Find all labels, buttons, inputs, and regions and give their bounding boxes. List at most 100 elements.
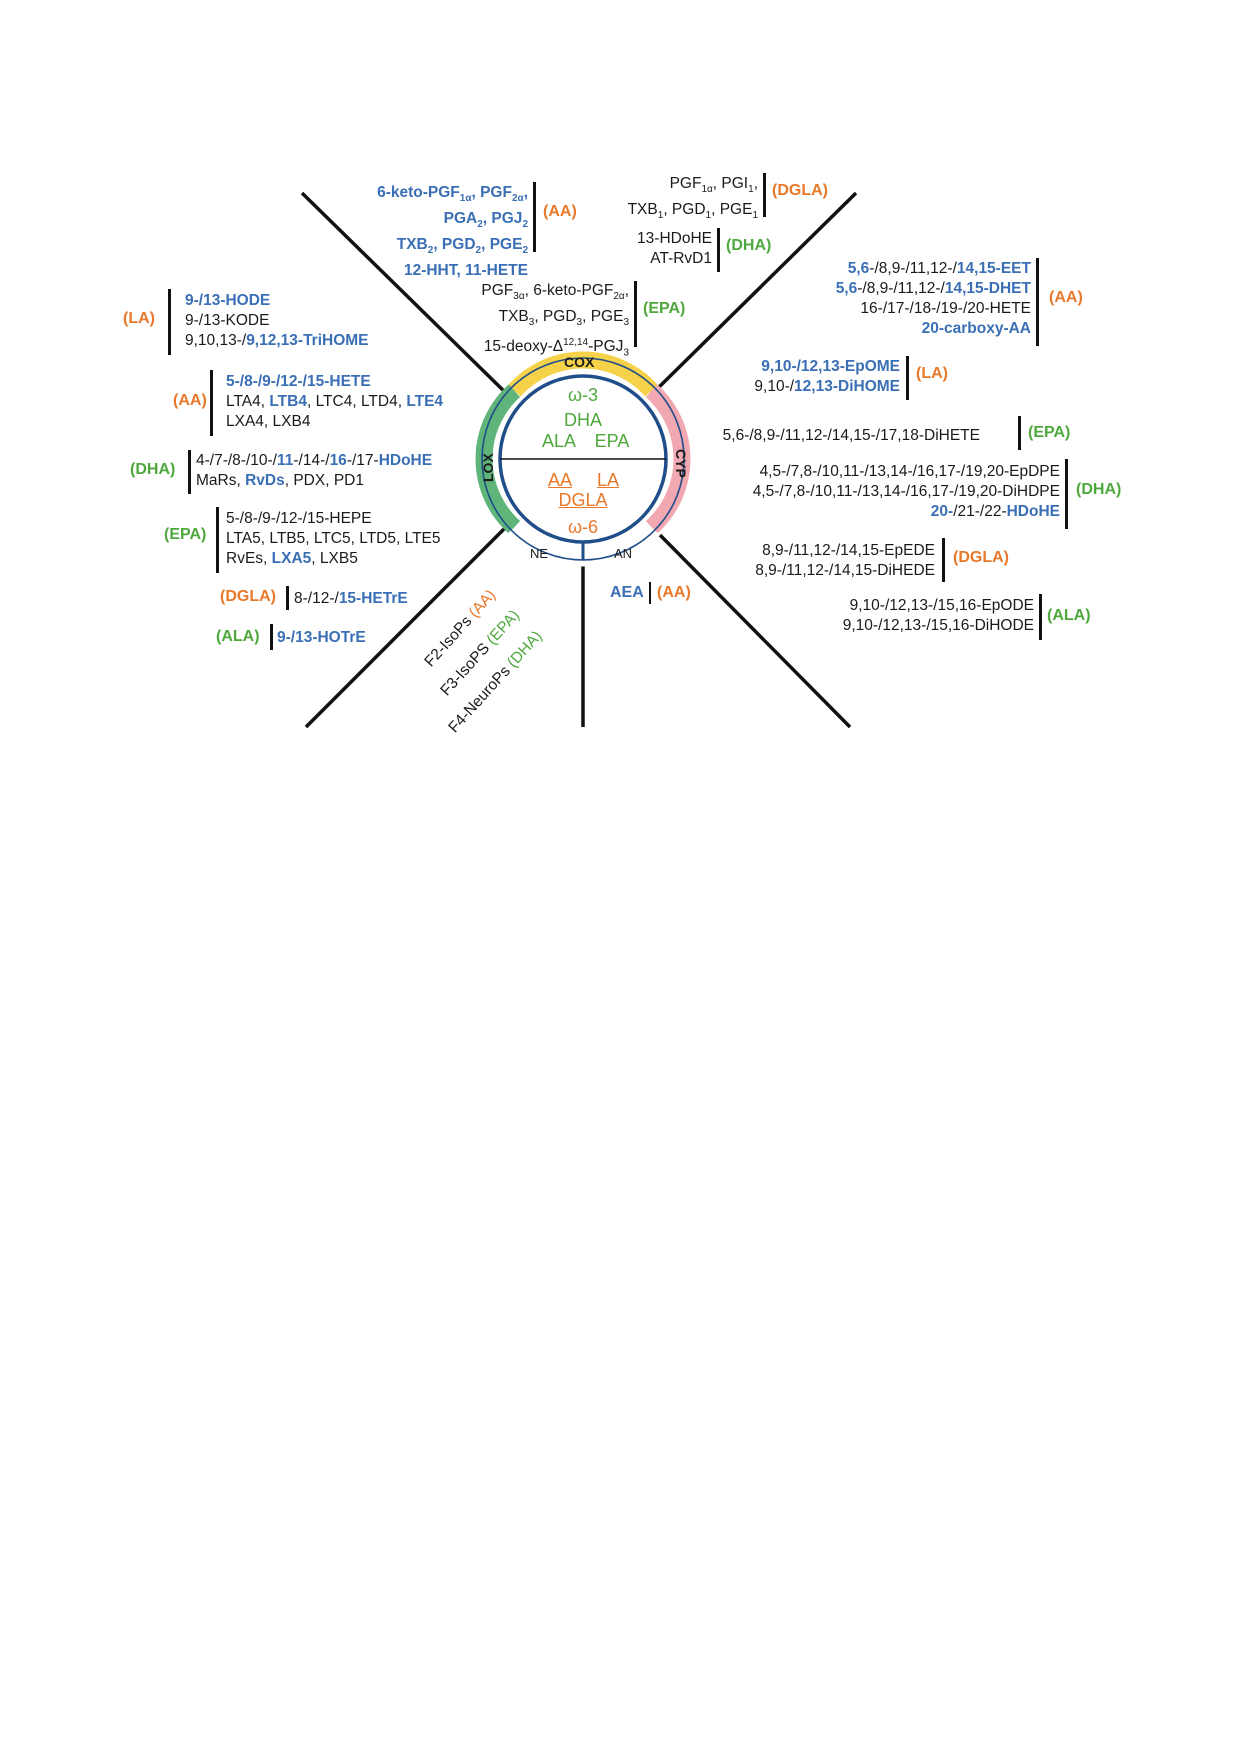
mediator-text: 3 <box>576 317 583 329</box>
mediator-text: 8,9-/11,12-/14,15-EpEDE <box>762 542 935 559</box>
mediator-line: 9-/13-HOTrE <box>277 628 366 648</box>
lox-aa-tag: (AA) <box>173 392 207 409</box>
mediator-text: 14,15-EET <box>956 260 1031 277</box>
lox-epa-tag: (EPA) <box>164 526 207 543</box>
mediator-text: 9,10-/12,13-/15,16-EpODE <box>849 597 1034 614</box>
cyp-epa-tag: (EPA) <box>1028 424 1071 441</box>
mediator-text: 5,6 <box>847 260 870 277</box>
mediator-text: 15-HETrE <box>338 590 408 607</box>
cyp-dha-list: 4,5-/7,8-/10,11-/13,14-/16,17-/19,20-EpD… <box>753 462 1060 522</box>
mediator-line: 9-/13-KODE <box>185 311 369 331</box>
cyp-ala-bar <box>1039 594 1042 640</box>
mediator-text: LXA4, LXB4 <box>226 413 311 430</box>
lox-dgla-tag: (DGLA) <box>220 588 276 605</box>
omega6-la: LA <box>596 470 620 490</box>
mediator-text: 3 <box>623 347 629 359</box>
mediator-text: 3 <box>623 317 629 329</box>
an-aea-tag: (AA) <box>657 584 691 601</box>
mediator-line: 13-HDoHE <box>637 229 712 249</box>
cyp-epa-list: 5,6-/8,9-/11,12-/14,15-/17,18-DiHETE <box>723 426 980 446</box>
mediator-text: 1 <box>657 210 664 222</box>
mediator-text: 2 <box>522 219 528 231</box>
mediator-text: , LXB5 <box>311 550 358 567</box>
cox-dgla-list: PGF1α, PGI1,TXB1, PGD1, PGE1 <box>628 174 758 226</box>
mediator-text: , <box>523 184 528 201</box>
mediator-text: 1α <box>459 193 472 205</box>
mediator-text: LTB4 <box>269 393 307 410</box>
divider-nw <box>300 191 511 398</box>
lox-la-bar <box>168 289 171 355</box>
mediator-text: 4,5-/7,8-/10,11-/13,14-/16,17-/19,20-EpD… <box>759 463 1060 480</box>
cox-dgla-bar <box>763 173 766 217</box>
mediator-text: 1 <box>752 210 758 222</box>
mediator-text: /21-/22- <box>953 503 1007 520</box>
mediator-text: , PGF <box>471 184 512 201</box>
cyp-dgla-list: 8,9-/11,12-/14,15-EpEDE 8,9-/11,12-/14,15… <box>755 541 935 581</box>
lox-ala-bar <box>270 624 273 650</box>
ring-label-cox: COX <box>564 354 595 370</box>
mediator-line: 9-/13-HODE <box>185 291 369 311</box>
cyp-la-tag: (LA) <box>916 365 948 382</box>
mediator-text: PGA <box>443 210 478 228</box>
mediator-line: 20-carboxy-AA <box>836 319 1031 339</box>
mediator-text: -/8,9-/11,12-/ <box>869 260 957 277</box>
mediator-text: 5-/8-/9-/12-/15-HETE <box>226 373 371 390</box>
mediator-text: PGF <box>669 175 702 192</box>
lox-aa-bar <box>210 370 213 436</box>
cox-aa-bar <box>533 182 536 252</box>
mediator-line: 20-/21-/22-HDoHE <box>753 502 1060 522</box>
mediator-text: 9,12,13-TriHOME <box>246 332 369 349</box>
mediator-text: LTE4 <box>406 393 444 410</box>
mediator-line: TXB2, PGD2, PGE2 <box>377 235 528 261</box>
mediator-line: 5,6-/8,9-/11,12-/14,15-/17,18-DiHETE <box>723 426 980 446</box>
mediator-text: , LTC4, LTD4, <box>306 393 407 410</box>
mediator-text: 3 <box>528 317 535 329</box>
mediator-text: , 6-keto-PGF <box>524 282 614 299</box>
mediator-text: , PGE <box>481 236 523 254</box>
mediator-text: 11 <box>276 452 294 469</box>
mediator-text: 16-/17-/18-/19-/20-HETE <box>860 300 1031 317</box>
mediator-line: PGF1α, PGI1, <box>628 174 758 200</box>
mediator-line: PGF3α, 6-keto-PGF2α, <box>481 281 629 307</box>
cox-dha-bar <box>717 228 720 272</box>
mediator-text: AT-RvD1 <box>650 250 712 267</box>
mediator-line: MaRs, RvDs, PDX, PD1 <box>196 471 432 491</box>
ring-label-cyp: CYP <box>673 449 689 478</box>
mediator-line: 9,10,13-/9,12,13-TriHOME <box>185 331 369 351</box>
lox-epa-bar <box>216 507 219 573</box>
mediator-text: HDoHE <box>1006 503 1060 520</box>
mediator-text: 1α <box>701 184 713 196</box>
lox-dha-bar <box>188 450 191 494</box>
omega3-epa: EPA <box>594 431 630 451</box>
mediator-text: RvDs <box>245 472 285 489</box>
cox-dgla-tag: (DGLA) <box>772 182 828 199</box>
mediator-line: 5,6-/8,9-/11,12-/14,15-EET <box>836 259 1031 279</box>
cox-dha-tag: (DHA) <box>726 237 772 254</box>
mediator-text: 5,6-/8,9-/11,12-/14,15-/17,18-DiHETE <box>722 427 980 444</box>
divider-sw <box>304 523 510 729</box>
cyp-aa-tag: (AA) <box>1049 289 1083 306</box>
mediator-text: 20- <box>930 503 954 520</box>
mediator-text: , PDX, PD1 <box>284 472 364 489</box>
cox-epa-bar <box>634 281 637 347</box>
mediator-text: , PGD <box>433 236 476 254</box>
mediator-text: 9,10,13-/ <box>185 332 247 349</box>
mediator-line: 5,6-/8,9-/11,12-/14,15-DHET <box>836 279 1031 299</box>
mediator-text: -/8,9-/11,12-/ <box>857 280 945 297</box>
divider-se <box>658 533 852 729</box>
mediator-line: TXB3, PGD3, PGE3 <box>481 307 629 333</box>
ring-label-lox: LOX <box>480 453 496 482</box>
mediator-text: TXB <box>627 201 658 219</box>
mediator-text: 9-/13-HOTrE <box>277 629 366 646</box>
omega3-label: ω-3 <box>567 385 599 405</box>
mediator-text: , <box>624 282 629 299</box>
mediator-line: 8,9-/11,12-/14,15-DiHEDE <box>755 561 935 581</box>
mediator-text: TXB <box>498 308 529 326</box>
mediator-line: TXB1, PGD1, PGE1 <box>628 200 758 226</box>
cyp-dgla-tag: (DGLA) <box>953 549 1009 566</box>
